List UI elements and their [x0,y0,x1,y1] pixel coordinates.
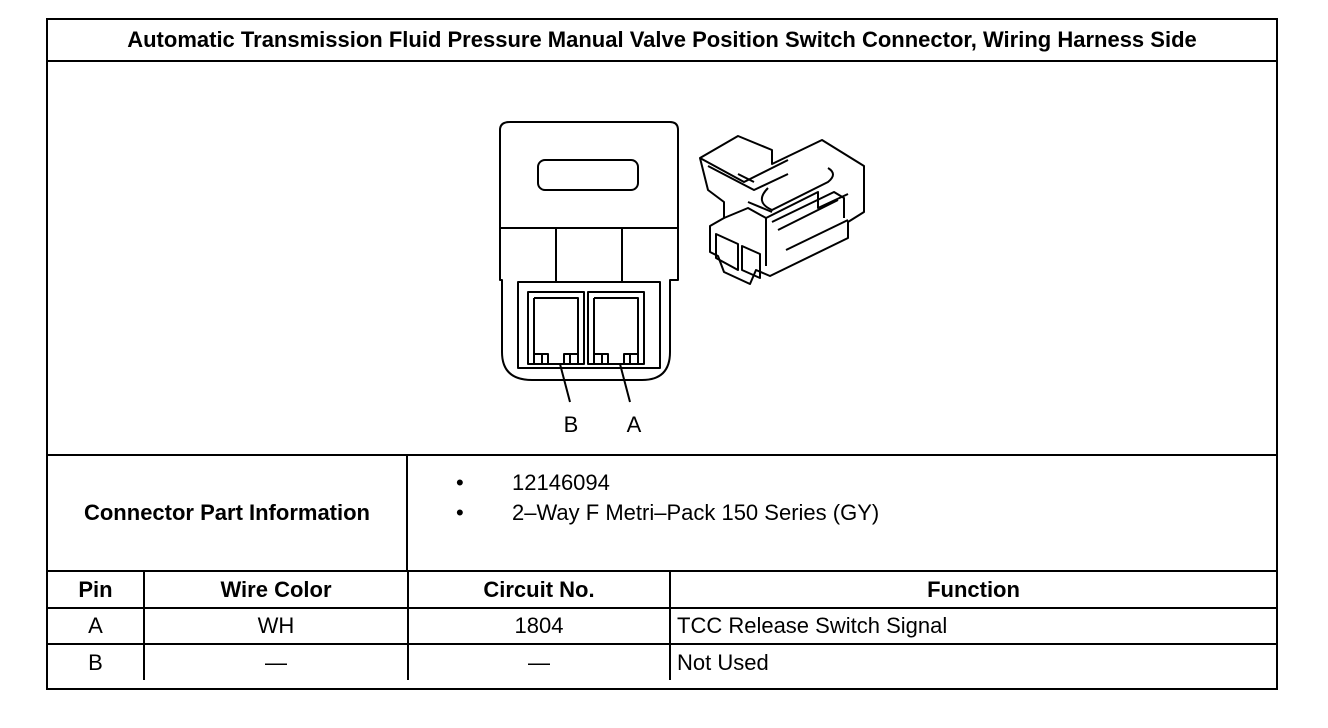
connector-info-list: • 12146094 • 2–Way F Metri–Pack 150 Seri… [408,456,1276,570]
pin-cell: B [48,643,145,680]
connector-face-view [499,121,679,403]
pin-table: Pin Wire Color Circuit No. Function A WH… [48,572,1276,680]
table-row: A WH 1804 TCC Release Switch Signal [48,607,1276,645]
wire-color-cell: WH [143,607,409,645]
connector-part-info: Connector Part Information • 12146094 • … [48,456,1276,572]
connector-isometric-view [699,135,865,285]
connector-info-label: Connector Part Information [48,456,408,570]
header-circuit-no: Circuit No. [407,572,671,609]
connector-drawing: B A [499,121,865,437]
header-pin: Pin [48,572,145,609]
diagram-title: Automatic Transmission Fluid Pressure Ma… [48,20,1276,62]
connector-series: 2–Way F Metri–Pack 150 Series (GY) [512,500,880,525]
pin-table-header: Pin Wire Color Circuit No. Function [48,572,1276,609]
bullet-icon: • [456,470,464,495]
function-cell: TCC Release Switch Signal [669,607,1276,645]
pin-cell: A [48,607,145,645]
bullet-icon: • [456,500,464,525]
cavity-b [527,291,585,365]
header-function: Function [669,572,1276,609]
pin-label-b: B [564,412,579,437]
connector-diagram-frame: Automatic Transmission Fluid Pressure Ma… [46,18,1278,690]
cavity-a [587,291,645,365]
connector-illustration: B A [48,62,1276,456]
table-row: B — — Not Used [48,643,1276,680]
part-number: 12146094 [512,470,610,495]
header-wire-color: Wire Color [143,572,409,609]
wire-color-cell: — [143,643,409,680]
circuit-cell: 1804 [407,607,671,645]
pin-label-a: A [627,412,642,437]
circuit-cell: — [407,643,671,680]
function-cell: Not Used [669,643,1276,680]
